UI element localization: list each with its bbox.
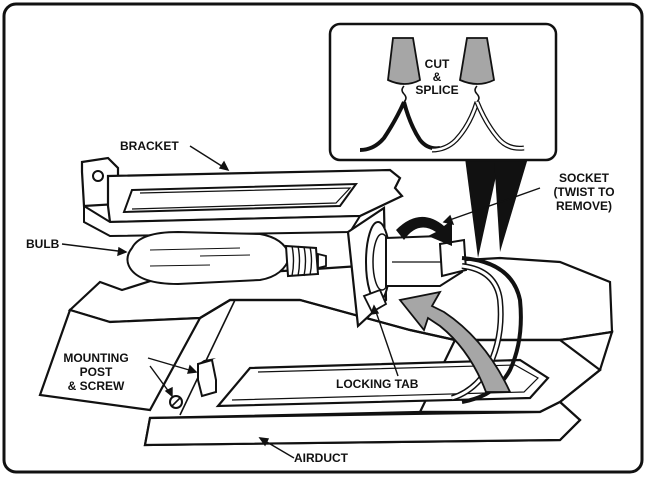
wire-white-right-in <box>431 101 479 152</box>
bracket <box>80 156 404 329</box>
label-splice: SPLICE <box>415 83 458 97</box>
twist-arrow <box>396 216 452 246</box>
install-arrow <box>398 290 512 393</box>
bulb-highlight-2 <box>199 254 251 257</box>
label-socket-3: REMOVE) <box>556 199 612 213</box>
dash-inner-ramp <box>179 299 236 416</box>
wire-nut-right <box>458 37 495 85</box>
airduct-front-lip <box>143 400 582 447</box>
bulb-highlight-3 <box>149 264 211 267</box>
label-airduct: AIRDUCT <box>294 451 349 465</box>
twist-left <box>401 85 407 103</box>
mounting-post <box>169 358 217 409</box>
bracket-plate-recess <box>122 182 359 214</box>
mounting-post-top <box>198 358 216 364</box>
locking-tab <box>362 288 388 314</box>
inset-box <box>328 22 558 162</box>
bulb-highlight-1 <box>149 247 241 251</box>
label-amp: & <box>433 70 442 84</box>
socket-wire-white <box>451 264 503 400</box>
airduct-opening-inner <box>231 364 539 401</box>
label-mounting-2: POST <box>80 365 113 379</box>
label-socket-1: SOCKET <box>559 171 610 185</box>
inset-beam-right <box>494 158 528 252</box>
label-cut: CUT <box>425 57 450 71</box>
label-mounting-1: MOUNTING <box>63 351 128 365</box>
bulb-threads <box>291 245 313 277</box>
label-bracket: BRACKET <box>120 139 179 153</box>
wire-black-left <box>359 101 406 152</box>
bracket-ear-hole <box>92 170 104 182</box>
label-mounting-3: & SCREW <box>68 379 125 393</box>
wire-white-right-2-in <box>475 101 525 150</box>
bulb-tip <box>317 252 327 270</box>
dash-front-face <box>38 308 202 412</box>
splice-inset: CUT & SPLICE <box>328 22 558 258</box>
leader-lines <box>61 145 541 459</box>
wire-nut-left <box>387 37 421 85</box>
bulb <box>126 230 327 286</box>
screw-slot <box>171 397 181 407</box>
label-locking-tab: LOCKING TAB <box>336 377 419 391</box>
socket <box>362 216 523 404</box>
mounting-post-body <box>197 358 217 398</box>
label-bulb: BULB <box>26 237 60 251</box>
label-socket-2: (TWIST TO <box>553 185 614 199</box>
bulb-base <box>284 244 320 278</box>
twist-right <box>474 85 480 103</box>
socket-connector <box>438 238 468 278</box>
bulb-glass <box>126 230 292 286</box>
bracket-plate-recess-inner <box>131 187 352 210</box>
